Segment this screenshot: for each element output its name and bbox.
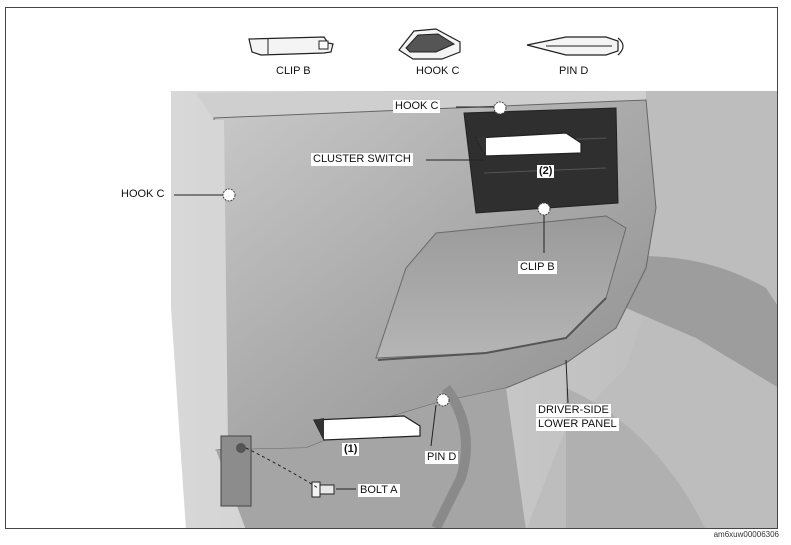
hook-c-left-label: HOOK C <box>121 188 165 200</box>
arrow-2-icon <box>475 132 582 157</box>
diagram-frame: CLIP B HOOK C PIN D HOOK C HOOK C CLUSTE… <box>5 7 778 529</box>
step-1-label: (1) <box>342 443 360 456</box>
driver-side-lower-panel-label-line2: LOWER PANEL <box>536 418 619 431</box>
clip-b-label: CLIP B <box>518 261 557 274</box>
bolt-a-label: BOLT A <box>358 484 400 497</box>
photo-area <box>171 91 777 528</box>
figure-code: am6xuw00006306 <box>713 530 779 539</box>
driver-side-lower-panel-label-line1: DRIVER-SIDE <box>536 404 611 417</box>
legend-pin-d-label: PIN D <box>559 65 589 77</box>
arrow-1-icon <box>313 415 421 441</box>
fastener-markers <box>222 101 551 407</box>
legend-hook-c-label: HOOK C <box>416 65 460 77</box>
hook-c-icon <box>398 28 461 60</box>
clip-b-icon <box>248 36 334 56</box>
hook-c-top-label: HOOK C <box>393 100 441 113</box>
pin-d-icon <box>526 36 624 56</box>
leader-lines <box>174 106 569 490</box>
pin-d-label: PIN D <box>425 451 459 464</box>
cluster-switch-label: CLUSTER SWITCH <box>311 153 413 166</box>
step-2-label: (2) <box>537 165 555 178</box>
bolt-a-icon <box>311 481 335 498</box>
panel-illustration <box>171 28 777 528</box>
legend-clip-b-label: CLIP B <box>276 65 311 77</box>
